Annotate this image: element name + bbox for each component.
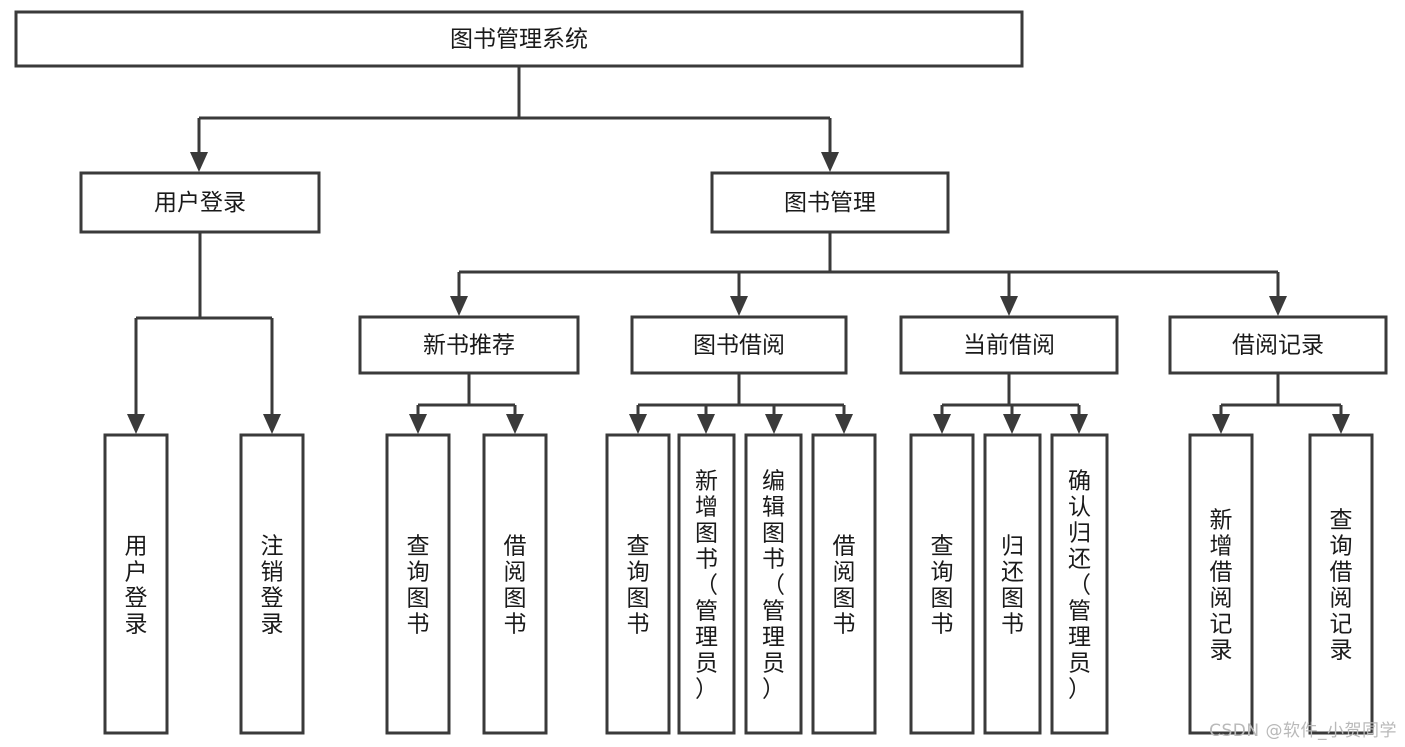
- connector-bus-record: [1212, 373, 1350, 434]
- connector-arrowhead: [450, 296, 468, 316]
- node-leaf-注销登录-1[interactable]: 注销登录: [239, 433, 305, 735]
- connector-arrowhead: [190, 152, 208, 172]
- connector-layer: [127, 66, 1350, 434]
- node-level3-新书推荐-0-box[interactable]: [358, 315, 580, 375]
- connector-arrowhead: [127, 414, 145, 434]
- node-leaf-借阅图书-7-box[interactable]: [811, 433, 877, 735]
- connector-arrowhead: [1212, 414, 1230, 434]
- connector-bus-books: [450, 232, 1287, 316]
- node-leaf-新增借阅记录-11-label: 新增借阅记录: [1210, 507, 1233, 663]
- node-leaf-确认归还管理员-10[interactable]: 确认归还（管理员）: [1050, 433, 1109, 735]
- connector-arrowhead: [1269, 296, 1287, 316]
- node-leaf-查询借阅记录-12-box[interactable]: [1308, 433, 1374, 735]
- connector-arrowhead: [765, 414, 783, 434]
- connector-bus-borrow: [629, 373, 853, 434]
- node-leaf-确认归还管理员-10-label: 确认归还（管理员）: [1068, 468, 1091, 702]
- connector-arrowhead: [933, 414, 951, 434]
- node-leaf-归还图书-9-box[interactable]: [983, 433, 1042, 735]
- node-leaf-查询图书-8[interactable]: 查询图书: [909, 433, 975, 735]
- node-leaf-查询图书-2-label: 查询图书: [407, 533, 430, 637]
- node-level3-当前借阅-2[interactable]: 当前借阅: [899, 315, 1119, 375]
- node-leaf-编辑图书管理员-6-label: 编辑图书（管理员）: [762, 468, 785, 702]
- connector-bus-current: [933, 373, 1088, 434]
- node-leaf-新增图书管理员-5-box[interactable]: [677, 433, 736, 735]
- node-leaf-新增图书管理员-5-label: 新增图书（管理员）: [695, 468, 718, 702]
- node-leaf-查询图书-4-box[interactable]: [605, 433, 671, 735]
- node-level3-借阅记录-3[interactable]: 借阅记录: [1168, 315, 1388, 375]
- node-leaf-新增借阅记录-11[interactable]: 新增借阅记录: [1188, 433, 1254, 735]
- node-leaf-归还图书-9-label: 归还图书: [1001, 533, 1024, 637]
- connector-arrowhead: [629, 414, 647, 434]
- node-leaf-编辑图书管理员-6[interactable]: 编辑图书（管理员）: [744, 433, 803, 735]
- node-leaf-查询图书-2-box[interactable]: [385, 433, 451, 735]
- node-level3-当前借阅-2-box[interactable]: [899, 315, 1119, 375]
- node-leaf-借阅图书-3-box[interactable]: [482, 433, 548, 735]
- connector-arrowhead: [1332, 414, 1350, 434]
- node-level2-图书管理-1-box[interactable]: [710, 171, 950, 234]
- node-leaf-用户登录-0[interactable]: 用户登录: [103, 433, 169, 735]
- node-leaf-注销登录-1-label: 注销登录: [261, 533, 284, 637]
- connector-arrowhead: [1070, 414, 1088, 434]
- node-leaf-查询借阅记录-12-label: 查询借阅记录: [1330, 507, 1353, 663]
- connector-arrowhead: [821, 152, 839, 172]
- watermark: CSDN @软件_小贺同学: [1209, 721, 1397, 741]
- connector-arrowhead: [1000, 296, 1018, 316]
- node-level3-图书借阅-1-box[interactable]: [630, 315, 848, 375]
- node-leaf-查询图书-8-box[interactable]: [909, 433, 975, 735]
- node-level2-用户登录-0-label: 用户登录: [154, 190, 246, 216]
- node-root-label: 图书管理系统: [450, 27, 588, 53]
- node-level3-图书借阅-1-label: 图书借阅: [693, 333, 785, 359]
- node-root-box[interactable]: [14, 10, 1024, 68]
- node-leaf-归还图书-9[interactable]: 归还图书: [983, 433, 1042, 735]
- node-leaf-用户登录-0-box[interactable]: [103, 433, 169, 735]
- node-level2-用户登录-0[interactable]: 用户登录: [79, 171, 321, 234]
- node-leaf-查询图书-8-label: 查询图书: [931, 533, 954, 637]
- node-leaf-查询图书-2[interactable]: 查询图书: [385, 433, 451, 735]
- connector-arrowhead: [506, 414, 524, 434]
- node-level3-借阅记录-3-box[interactable]: [1168, 315, 1388, 375]
- node-leaf-用户登录-0-label: 用户登录: [125, 533, 148, 637]
- connector-bus-root: [190, 66, 839, 172]
- node-leaf-编辑图书管理员-6-box[interactable]: [744, 433, 803, 735]
- connector-arrowhead: [730, 296, 748, 316]
- node-leaf-确认归还管理员-10-box[interactable]: [1050, 433, 1109, 735]
- node-leaf-借阅图书-7[interactable]: 借阅图书: [811, 433, 877, 735]
- node-leaf-注销登录-1-box[interactable]: [239, 433, 305, 735]
- node-leaf-借阅图书-3[interactable]: 借阅图书: [482, 433, 548, 735]
- node-leaf-新增借阅记录-11-box[interactable]: [1188, 433, 1254, 735]
- node-root[interactable]: 图书管理系统: [14, 10, 1024, 68]
- node-level3-图书借阅-1[interactable]: 图书借阅: [630, 315, 848, 375]
- connector-arrowhead: [263, 414, 281, 434]
- node-leaf-新增图书管理员-5[interactable]: 新增图书（管理员）: [677, 433, 736, 735]
- node-level3-借阅记录-3-label: 借阅记录: [1232, 333, 1324, 359]
- node-leaf-查询图书-4[interactable]: 查询图书: [605, 433, 671, 735]
- node-level3-新书推荐-0[interactable]: 新书推荐: [358, 315, 580, 375]
- connector-bus-login: [127, 232, 281, 434]
- node-leaf-借阅图书-7-label: 借阅图书: [833, 533, 856, 637]
- node-leaf-借阅图书-3-label: 借阅图书: [504, 533, 527, 637]
- node-level3-当前借阅-2-label: 当前借阅: [963, 333, 1055, 359]
- connector-arrowhead: [697, 414, 715, 434]
- node-level2-用户登录-0-box[interactable]: [79, 171, 321, 234]
- node-level2-图书管理-1[interactable]: 图书管理: [710, 171, 950, 234]
- connector-arrowhead: [835, 414, 853, 434]
- node-leaf-查询图书-4-label: 查询图书: [627, 533, 650, 637]
- connector-arrowhead: [409, 414, 427, 434]
- node-leaf-查询借阅记录-12[interactable]: 查询借阅记录: [1308, 433, 1374, 735]
- connector-bus-new: [409, 373, 524, 434]
- node-level2-图书管理-1-label: 图书管理: [784, 190, 876, 216]
- node-level3-新书推荐-0-label: 新书推荐: [423, 333, 515, 359]
- connector-arrowhead: [1003, 414, 1021, 434]
